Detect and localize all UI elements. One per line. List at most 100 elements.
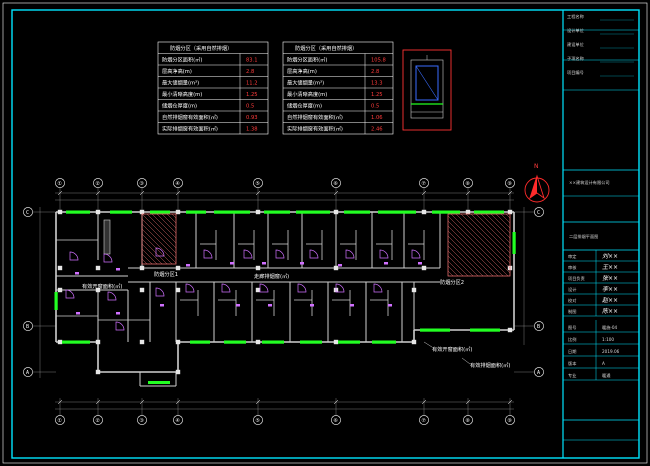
- window: [420, 328, 450, 332]
- dimension-tick: [507, 399, 513, 405]
- dimension-tick: [465, 399, 471, 405]
- stair-hatch-line: [141, 228, 177, 264]
- stair-hatch-line: [447, 225, 499, 277]
- stair-hatch-line: [151, 213, 177, 239]
- grid-bubble-left: [23, 367, 33, 377]
- door-swing: [155, 287, 165, 297]
- grid-bubble-top-label: ⑨: [507, 181, 512, 187]
- structural-column: [175, 339, 181, 345]
- room-tag-marker: [160, 304, 164, 307]
- table-cell-value: 11.2: [246, 81, 258, 87]
- room-tag-marker: [230, 262, 234, 265]
- stair-hatch-line: [141, 213, 177, 249]
- stair-hatch-line: [490, 213, 511, 234]
- info-key: 专业: [568, 372, 576, 379]
- dimension-tick: [139, 399, 145, 405]
- sheet-inner-frame: [11, 9, 640, 459]
- room-tag-marker: [116, 312, 120, 315]
- project-row-label: 设计单位: [567, 27, 584, 34]
- project-row-label: 子项名称: [567, 55, 584, 62]
- stair-hatch-line: [450, 213, 511, 274]
- stair-hatch-line: [141, 223, 177, 259]
- window: [262, 340, 284, 344]
- structural-column: [333, 209, 339, 215]
- company-name: ××建筑设计有限公司: [569, 179, 610, 186]
- grid-bubble-bottom-label: ⑨: [507, 418, 512, 424]
- door-swing: [335, 283, 345, 293]
- stair-hatch-line: [141, 258, 148, 265]
- info-value: A: [602, 361, 605, 366]
- grid-bubble-bottom: [253, 415, 263, 425]
- role-label: 项目负责: [568, 275, 585, 282]
- structural-column: [57, 209, 63, 215]
- window: [150, 210, 170, 214]
- dimension-tick: [175, 190, 181, 196]
- window: [264, 210, 290, 214]
- structural-column: [139, 265, 145, 271]
- door-swing: [373, 283, 383, 293]
- dimension-tick: [255, 190, 261, 196]
- grid-bubble-top: [55, 178, 65, 188]
- structural-column: [421, 265, 427, 271]
- grid-bubble-top-label: ⑤: [255, 181, 260, 187]
- grid-bubble-left-label: C: [26, 210, 29, 216]
- stair-wall: [103, 219, 111, 255]
- room-tag-marker: [262, 262, 266, 265]
- stair-hatch-line: [485, 213, 511, 239]
- grid-bubble-bottom: [331, 415, 341, 425]
- stair-hatch-line: [460, 213, 511, 264]
- dimension-tick: [57, 190, 63, 196]
- stair-hatch-line: [447, 215, 509, 277]
- structural-column: [95, 287, 101, 293]
- stair-hatch-line: [447, 220, 504, 277]
- dimension-tick: [139, 190, 145, 196]
- window: [224, 340, 246, 344]
- stair-hatch-line: [447, 230, 494, 277]
- info-value: 2019.06: [602, 349, 620, 354]
- dimension-tick: [95, 399, 101, 405]
- table-cell-value: 0.5: [371, 104, 379, 110]
- stair-hatch-line: [495, 213, 511, 229]
- door-swing: [69, 251, 79, 261]
- table-cell-value: 2.8: [246, 69, 254, 75]
- project-row-label: 项目编号: [567, 69, 584, 76]
- table-header: 防烟分区（采用自然排烟）: [170, 44, 232, 52]
- structural-column: [95, 209, 101, 215]
- table-cell-label: 储烟仓厚度(m): [162, 102, 197, 110]
- grid-bubble-top: [253, 178, 263, 188]
- structural-column: [139, 287, 145, 293]
- grid-bubble-top-label: ⑥: [333, 181, 338, 187]
- grid-bubble-bottom: [463, 415, 473, 425]
- table-cell-label: 最大储烟量(m³): [287, 79, 324, 87]
- dimension-tick: [175, 399, 181, 405]
- dimension-tick: [465, 190, 471, 196]
- structural-column: [175, 209, 181, 215]
- table-cell-value: 2.46: [371, 127, 383, 133]
- stair-hatch-frame: [141, 213, 177, 265]
- grid-bubble-top: [137, 178, 147, 188]
- door-swing: [115, 321, 125, 331]
- grid-bubble-top: [505, 178, 515, 188]
- info-key: 版本: [568, 360, 577, 367]
- window: [190, 340, 210, 344]
- stair-hatch-group: [141, 213, 511, 277]
- window: [66, 210, 90, 214]
- grid-bubble-bottom-label: ⑧: [465, 418, 470, 424]
- door-swing: [243, 249, 253, 259]
- window: [512, 232, 516, 254]
- role-label: 审定: [568, 253, 576, 260]
- stair-hatch-line: [141, 238, 168, 265]
- grid-bubble-top: [93, 178, 103, 188]
- role-label: 校对: [568, 297, 576, 304]
- role-signature: 陈××: [602, 307, 618, 315]
- grid-bubble-right-label: C: [537, 210, 540, 216]
- grid-bubble-top: [463, 178, 473, 188]
- stair-hatch-line: [447, 260, 464, 277]
- room-tag-marker: [236, 304, 240, 307]
- door-swing: [275, 249, 285, 259]
- stair-hatch-line: [447, 235, 489, 277]
- table-cell-label: 实际排烟窗有效面积(㎡): [287, 125, 343, 133]
- project-row-label: 建设单位: [567, 41, 584, 48]
